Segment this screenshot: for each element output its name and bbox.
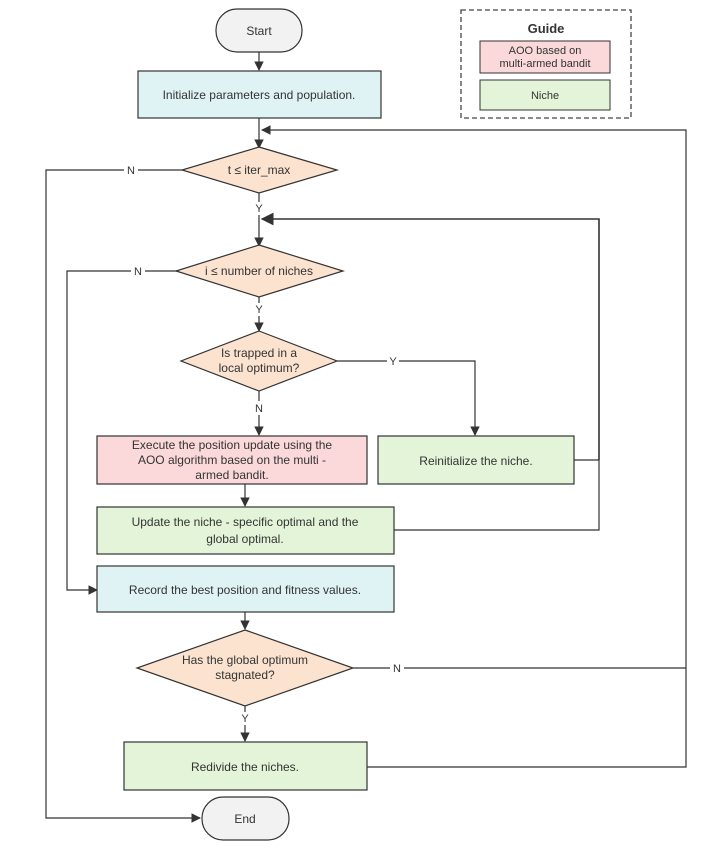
niche-check-label: i ≤ number of niches [205,264,313,278]
stagnated-check-node: Has the global optimum stagnated? [135,629,355,707]
update-label-line2: global optimal. [206,532,283,546]
edge-labels: N Y N Y Y N N Y [124,163,404,725]
label-niche-yes: Y [255,304,263,316]
execute-label-line3: armed bandit. [195,468,268,482]
end-node: End [201,796,290,841]
connectors [45,52,687,823]
init-node: Initialize parameters and population. [137,70,382,119]
iter-check-label: t ≤ iter_max [228,163,291,177]
edge-niche-no [66,270,178,595]
label-iter-no: N [127,165,135,177]
guide-niche-label: Niche [531,90,559,102]
edge-trapped-yes [337,360,480,436]
execute-node: Execute the position update using the AO… [96,435,368,485]
guide-aoo-label-line2: multi-armed bandit [499,58,590,70]
update-label-line1: Update the niche - specific optimal and … [132,515,359,529]
execute-label-line2: AOO algorithm based on the multi - [138,453,326,467]
label-niche-no: N [134,266,142,278]
edge-inner-loop-return [260,212,600,460]
niche-check-node: i ≤ number of niches [173,244,346,298]
edge-update-loop [394,460,600,531]
label-trapped-no: N [255,403,263,415]
stagnated-label-line1: Has the global optimum [182,653,308,667]
label-iter-yes: Y [255,203,263,215]
stagnated-label-line2: stagnated? [215,668,275,682]
guide-aoo-label-line1: AOO based on [509,45,582,57]
guide-title: Guide [528,21,565,36]
update-node: Update the niche - specific optimal and … [96,506,395,555]
guide-legend: Guide AOO based on multi-armed bandit Ni… [460,9,632,119]
init-label: Initialize parameters and population. [163,88,356,102]
redivide-label: Redivide the niches. [191,760,299,774]
iter-check-node: t ≤ iter_max [179,146,340,194]
label-stag-no: N [393,663,401,675]
nodes: Start Initialize parameters and populati… [96,8,575,841]
execute-label-line1: Execute the position update using the [132,438,332,452]
edge-redivide-loop [367,668,687,768]
start-node: Start [215,8,303,53]
trapped-check-node: Is trapped in a local optimum? [179,330,339,392]
label-stag-yes: Y [241,713,249,725]
end-label: End [234,812,255,826]
edge-iter-no [45,169,201,823]
guide-aoo-swatch [479,40,611,74]
edge-outer-loop-return [261,125,687,668]
start-label: Start [246,24,272,38]
reinit-label: Reinitialize the niche. [419,454,532,468]
guide-border [460,9,632,119]
trapped-label-line1: Is trapped in a [221,346,297,360]
record-node: Record the best position and fitness val… [96,565,395,613]
redivide-node: Redivide the niches. [123,741,368,791]
guide-niche-swatch [479,79,611,111]
record-label: Record the best position and fitness val… [129,583,361,597]
reinit-node: Reinitialize the niche. [377,435,575,485]
trapped-label-line2: local optimum? [219,361,300,375]
label-trapped-yes: Y [389,356,397,368]
